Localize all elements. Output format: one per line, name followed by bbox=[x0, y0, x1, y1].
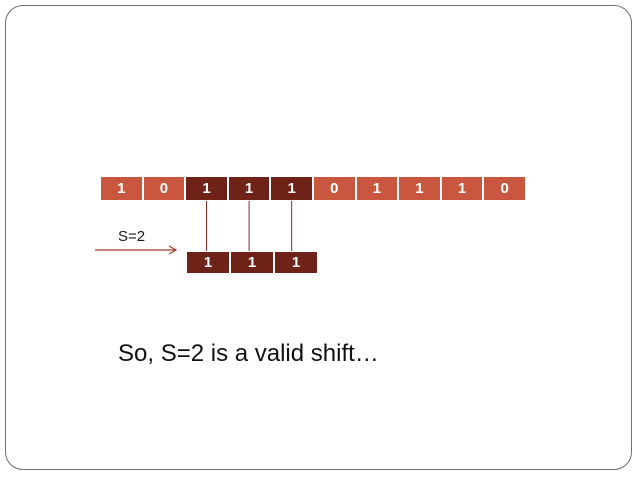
shift-label: S=2 bbox=[118, 228, 146, 245]
pattern-cell: 1 bbox=[186, 251, 230, 274]
text-cell: 1 bbox=[100, 176, 143, 201]
text-cell: 1 bbox=[440, 176, 484, 201]
text-cell: 1 bbox=[355, 176, 399, 201]
text-cell: 0 bbox=[312, 176, 356, 201]
text-cell: 1 bbox=[270, 176, 313, 201]
conclusion-text: So, S=2 is a valid shift… bbox=[118, 340, 379, 367]
text-cell: 1 bbox=[185, 176, 228, 201]
text-cell: 1 bbox=[227, 176, 271, 201]
pattern-cell: 1 bbox=[230, 251, 274, 274]
shift-arrow-icon bbox=[95, 245, 178, 255]
pattern-cell: 1 bbox=[274, 251, 318, 274]
text-cell: 0 bbox=[483, 176, 526, 201]
slide-frame bbox=[5, 5, 632, 470]
text-cell: 1 bbox=[398, 176, 441, 201]
text-cell: 0 bbox=[142, 176, 186, 201]
